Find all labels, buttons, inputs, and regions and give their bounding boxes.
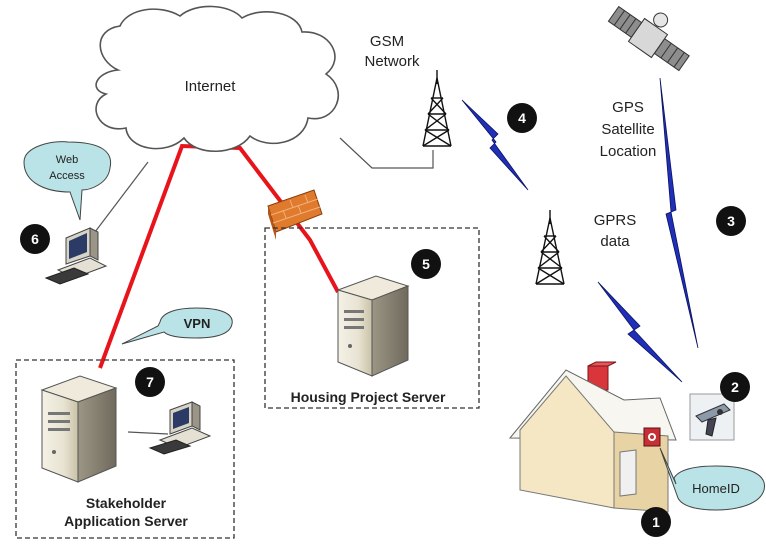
step-badge-4: 4 (507, 103, 537, 133)
housing-server-box (264, 227, 480, 409)
gps-label-line3: Location (600, 143, 657, 160)
step-badge-7: 7 (135, 367, 165, 397)
internet-label: Internet (185, 78, 237, 95)
vpn-label: VPN (184, 316, 211, 331)
gps-radio-link (659, 77, 699, 349)
house-icon (508, 361, 677, 513)
gsm-label-line2: Network (364, 53, 420, 70)
stakeholder-pc-icon (148, 401, 212, 455)
stakeholder-label-line1: Stakeholder (86, 495, 167, 511)
firewall-icon (267, 189, 323, 240)
gsm-label-line1: GSM (370, 33, 404, 50)
homeid-callout: HomeID (659, 447, 765, 511)
gps-label-line2: Satellite (601, 121, 654, 138)
step-badge-6: 6 (20, 224, 50, 254)
internet-cloud: Internet (95, 5, 339, 153)
gps-device-icon (689, 393, 735, 441)
gsm-radio-link (461, 99, 529, 191)
step-badge-7-number: 7 (146, 374, 154, 390)
housing-server-label: Housing Project Server (291, 389, 446, 405)
step-badge-1-number: 1 (652, 514, 660, 530)
gprs-label-line1: GPRS (594, 212, 637, 229)
gprs-label-line2: data (600, 233, 630, 250)
web-access-callout: Web Access (23, 141, 112, 221)
satellite-icon (607, 5, 690, 72)
gprs-tower-icon (535, 210, 565, 285)
homeid-label: HomeID (692, 481, 740, 496)
step-badge-3-number: 3 (727, 213, 735, 229)
gps-label-line1: GPS (612, 99, 644, 116)
step-badge-5-number: 5 (422, 256, 430, 272)
stakeholder-server-icon (40, 375, 118, 483)
step-badge-1: 1 (641, 507, 671, 537)
vpn-callout: VPN (121, 307, 233, 345)
vpn-link (98, 143, 340, 369)
stakeholder-server-box (15, 359, 235, 539)
step-badge-2-number: 2 (731, 379, 739, 395)
stakeholder-pc-link (127, 431, 169, 435)
step-badge-6-number: 6 (31, 231, 39, 247)
web-access-label-line2: Access (49, 170, 85, 182)
step-badge-3: 3 (716, 206, 746, 236)
web-access-label-line1: Web (56, 154, 78, 166)
gprs-radio-link (597, 281, 683, 383)
housing-server-icon (336, 275, 410, 377)
web-access-pc-icon (44, 227, 108, 285)
gsm-tower-icon (422, 70, 452, 147)
internet-to-web-access-link (94, 161, 149, 233)
step-badge-2: 2 (720, 372, 750, 402)
step-badge-4-number: 4 (518, 110, 526, 126)
internet-to-gsm-link (339, 137, 434, 169)
stakeholder-label-line2: Application Server (64, 513, 188, 529)
step-badge-5: 5 (411, 249, 441, 279)
